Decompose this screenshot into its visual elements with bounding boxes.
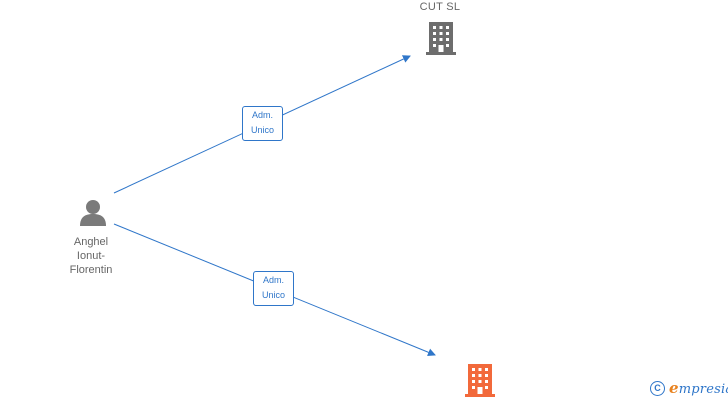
company-label-cut-sl[interactable]: CUT SL <box>419 1 461 13</box>
building-icon-second-company[interactable] <box>465 364 495 397</box>
copyright-icon: C <box>650 380 665 396</box>
edge-label-line-2: Unico <box>261 290 285 300</box>
edge-label-line-1: Adm. <box>251 110 273 120</box>
brand-logo-rest: mpresia <box>678 382 728 397</box>
person-label-line-3: Florentin <box>69 264 113 276</box>
edge-label-adm-unico-bottom: Adm. Unico <box>253 271 294 306</box>
person-icon[interactable] <box>80 200 106 226</box>
edge-label-line-2: Unico <box>250 125 274 135</box>
brand-logo-first-letter: e <box>669 379 679 397</box>
brand-logo: empresia <box>669 379 728 397</box>
person-label-line-1: Anghel <box>73 236 109 248</box>
person-label-line-2: Ionut- <box>76 250 106 262</box>
edge-label-line-1: Adm. <box>262 275 284 285</box>
empresia-branding: C empresia <box>650 378 728 398</box>
building-icon-cut-sl[interactable] <box>426 22 456 55</box>
person-label[interactable]: Anghel Ionut- Florentin <box>51 235 131 277</box>
edge-label-adm-unico-top: Adm. Unico <box>242 106 283 141</box>
